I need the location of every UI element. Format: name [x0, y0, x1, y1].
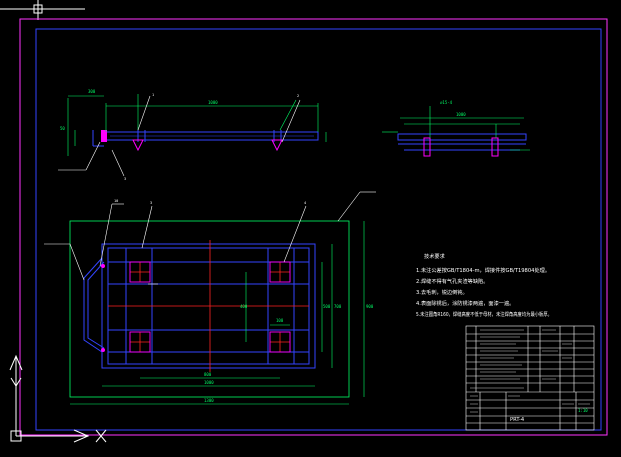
title-block-part-name: PRT-4 [510, 417, 525, 423]
svg-text:1000: 1000 [204, 380, 214, 385]
note-item-1: 1.未注公差按GB/T1804-m，焊接件按GB/T19804处理。 [416, 266, 550, 274]
title-block-hatching [470, 329, 590, 413]
svg-text:∅15-4: ∅15-4 [440, 100, 453, 105]
outer-border-frame [19, 18, 608, 436]
svg-text:900: 900 [366, 304, 374, 309]
leader-label-3: 3 [124, 177, 126, 181]
title-block[interactable] [465, 325, 595, 431]
svg-text:700: 700 [334, 304, 342, 309]
svg-text:500: 500 [323, 304, 331, 309]
svg-text:300: 300 [88, 89, 96, 94]
leader-label-10: 10 [114, 199, 118, 203]
note-item-5: 5.未注圆角R160，焊缝高度不低于母材，未注焊角高度均为最小板厚。 [416, 310, 552, 318]
crosshair-cursor-icon [0, 0, 85, 20]
note-item-4: 4.表面除锈后，涂防锈漆两遍，面漆一遍。 [416, 299, 514, 307]
svg-text:1000: 1000 [208, 100, 218, 105]
inner-border-frame [35, 28, 602, 431]
notes-title: 技术要求 [424, 252, 446, 260]
leader-label-3b: 3 [150, 201, 152, 205]
svg-text:50: 50 [60, 126, 65, 131]
end-view[interactable]: 1000 ∅15-4 [382, 100, 530, 157]
svg-text:100: 100 [276, 318, 284, 323]
svg-text:400: 400 [240, 304, 248, 309]
svg-text:800: 800 [204, 372, 212, 377]
note-item-2: 2.焊缝不得有气孔夹渣等缺陷。 [416, 277, 488, 285]
leader-label-4: 4 [304, 201, 306, 205]
ucs-axis-icon [9, 354, 107, 443]
technical-notes: 技术要求 1.未注公差按GB/T1804-m，焊接件按GB/T19804处理。 … [416, 252, 552, 318]
plan-view[interactable]: 1300 1000 800 900 700 500 400 100 10 3 4 [44, 191, 376, 405]
leader-label-2: 2 [297, 94, 299, 98]
side-view[interactable]: 1000 300 50 1 2 3 [58, 89, 327, 181]
svg-text:1300: 1300 [204, 398, 214, 403]
svg-text:1000: 1000 [456, 112, 466, 117]
leader-label-1: 1 [152, 93, 154, 97]
note-item-3: 3.去毛刺，锐边倒钝。 [416, 288, 468, 296]
title-block-scale: 1:10 [578, 408, 588, 413]
